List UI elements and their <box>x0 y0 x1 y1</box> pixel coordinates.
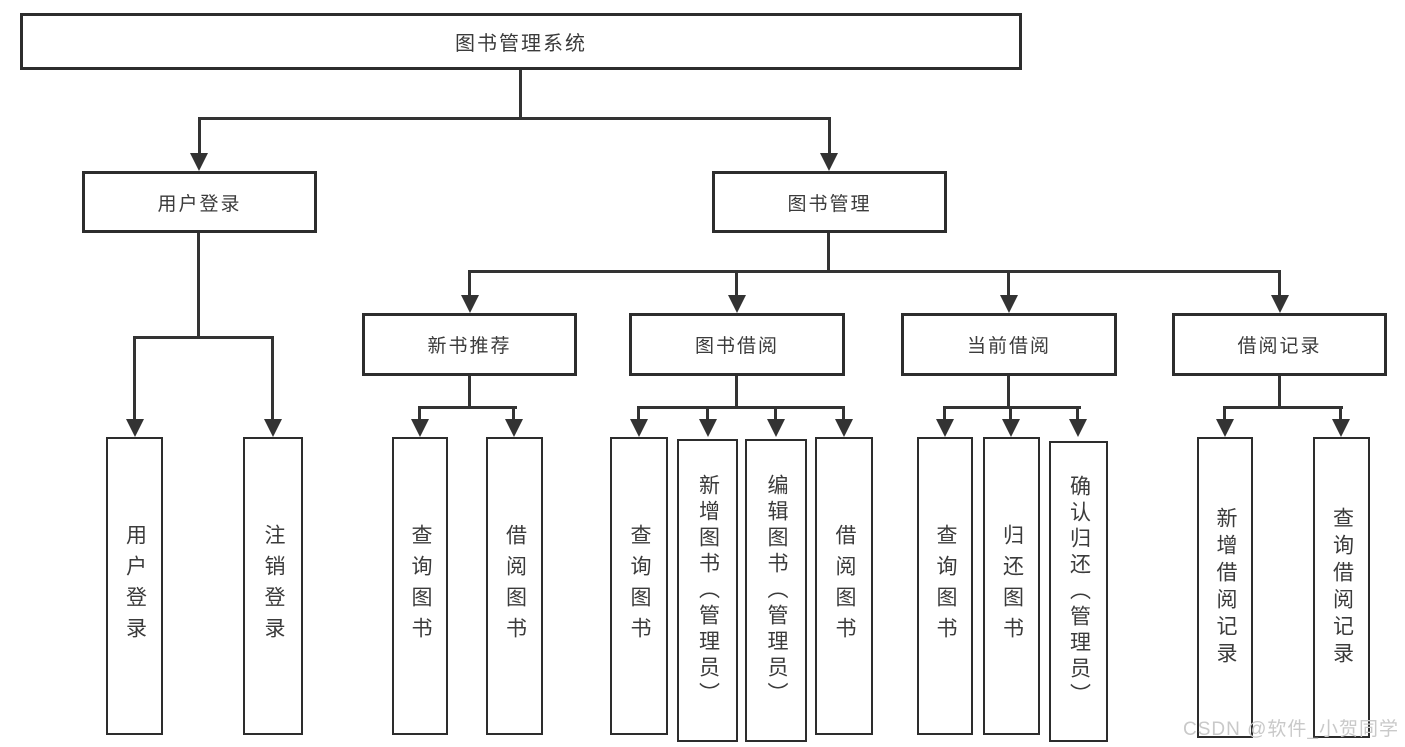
leaf-bb-borrow-books-label: 借阅图书 <box>833 524 856 648</box>
connector <box>1007 376 1010 409</box>
connector <box>1223 406 1226 421</box>
node-root-label: 图书管理系统 <box>455 33 587 55</box>
arrowhead <box>1069 419 1087 437</box>
connector <box>828 117 831 155</box>
connector <box>519 70 522 118</box>
node-book-management-label: 图书管理 <box>787 193 872 215</box>
connector <box>271 336 274 421</box>
leaf-br-add-record-label: 新增借阅记录 <box>1214 506 1237 669</box>
arrowhead <box>411 419 429 437</box>
arrowhead <box>699 419 717 437</box>
connector <box>842 406 845 421</box>
connector <box>774 406 777 421</box>
connector <box>418 406 421 421</box>
arrowhead <box>767 419 785 437</box>
connector <box>1009 406 1012 421</box>
arrowhead <box>505 419 523 437</box>
node-root: 图书管理系统 <box>20 13 1022 70</box>
connector <box>735 270 738 297</box>
arrowhead <box>630 419 648 437</box>
node-new-book-recommend: 新书推荐 <box>362 313 577 376</box>
leaf-bb-add-books-admin: 新增图书（管理员） <box>677 439 738 742</box>
connector <box>827 233 830 273</box>
arrowhead <box>728 295 746 313</box>
leaf-bb-add-books-admin-label: 新增图书（管理员） <box>696 473 720 708</box>
arrowhead <box>1332 419 1350 437</box>
node-borrow-record-label: 借阅记录 <box>1237 336 1322 357</box>
connector <box>468 270 1281 273</box>
connector <box>1007 270 1010 297</box>
leaf-cb-return-books: 归还图书 <box>983 437 1040 735</box>
arrowhead <box>190 153 208 171</box>
leaf-bb-borrow-books: 借阅图书 <box>815 437 873 735</box>
connector <box>1339 406 1342 421</box>
leaf-bb-edit-books-admin-label: 编辑图书（管理员） <box>765 473 788 708</box>
arrowhead <box>1216 419 1234 437</box>
leaf-nb-query-books: 查询图书 <box>392 437 448 735</box>
connector <box>943 406 1081 409</box>
arrowhead <box>820 153 838 171</box>
arrowhead <box>1002 419 1020 437</box>
leaf-cb-confirm-return-admin-label: 确认归还（管理员） <box>1067 474 1091 709</box>
leaf-br-query-record-label: 查询借阅记录 <box>1330 506 1354 669</box>
arrowhead <box>1271 295 1289 313</box>
leaf-user-login: 用户登录 <box>106 437 163 735</box>
connector <box>468 270 471 297</box>
arrowhead <box>461 295 479 313</box>
leaf-nb-query-books-label: 查询图书 <box>409 524 432 648</box>
arrowhead <box>835 419 853 437</box>
connector <box>1278 270 1281 297</box>
leaf-bb-query-books: 查询图书 <box>610 437 668 735</box>
node-user-login-label: 用户登录 <box>157 193 242 215</box>
connector <box>198 117 201 155</box>
node-current-borrow-label: 当前借阅 <box>966 336 1051 357</box>
connector <box>1076 406 1079 421</box>
connector <box>418 406 517 409</box>
connector <box>1278 376 1281 409</box>
arrowhead <box>936 419 954 437</box>
connector <box>637 406 640 421</box>
connector <box>706 406 709 421</box>
connector <box>1223 406 1343 409</box>
leaf-bb-query-books-label: 查询图书 <box>628 524 651 648</box>
leaf-nb-borrow-books: 借阅图书 <box>486 437 543 735</box>
leaf-br-add-record: 新增借阅记录 <box>1197 437 1253 738</box>
node-book-management: 图书管理 <box>712 171 947 233</box>
connector <box>637 406 845 409</box>
leaf-bb-edit-books-admin: 编辑图书（管理员） <box>745 439 807 742</box>
connector <box>198 117 831 120</box>
leaf-cb-query-books-label: 查询图书 <box>934 524 957 648</box>
leaf-user-login-label: 用户登录 <box>123 524 147 648</box>
node-user-login: 用户登录 <box>82 171 317 233</box>
node-current-borrow: 当前借阅 <box>901 313 1117 376</box>
connector <box>468 376 471 409</box>
leaf-cb-return-books-label: 归还图书 <box>1000 524 1024 648</box>
leaf-nb-borrow-books-label: 借阅图书 <box>503 524 527 648</box>
connector <box>133 336 274 339</box>
leaf-br-query-record: 查询借阅记录 <box>1313 437 1370 738</box>
leaf-logout: 注销登录 <box>243 437 303 735</box>
connector <box>197 233 200 339</box>
connector <box>133 336 136 421</box>
arrowhead <box>264 419 282 437</box>
node-book-borrow: 图书借阅 <box>629 313 845 376</box>
leaf-cb-confirm-return-admin: 确认归还（管理员） <box>1049 441 1108 742</box>
leaf-cb-query-books: 查询图书 <box>917 437 973 735</box>
connector <box>512 406 515 421</box>
node-new-book-recommend-label: 新书推荐 <box>427 336 512 357</box>
leaf-logout-label: 注销登录 <box>262 524 285 648</box>
csdn-watermark: CSDN @软件_小贺同学 <box>1183 719 1399 740</box>
connector <box>735 376 738 409</box>
connector <box>943 406 946 421</box>
node-book-borrow-label: 图书借阅 <box>694 336 779 357</box>
arrowhead <box>1000 295 1018 313</box>
arrowhead <box>126 419 144 437</box>
node-borrow-record: 借阅记录 <box>1172 313 1387 376</box>
